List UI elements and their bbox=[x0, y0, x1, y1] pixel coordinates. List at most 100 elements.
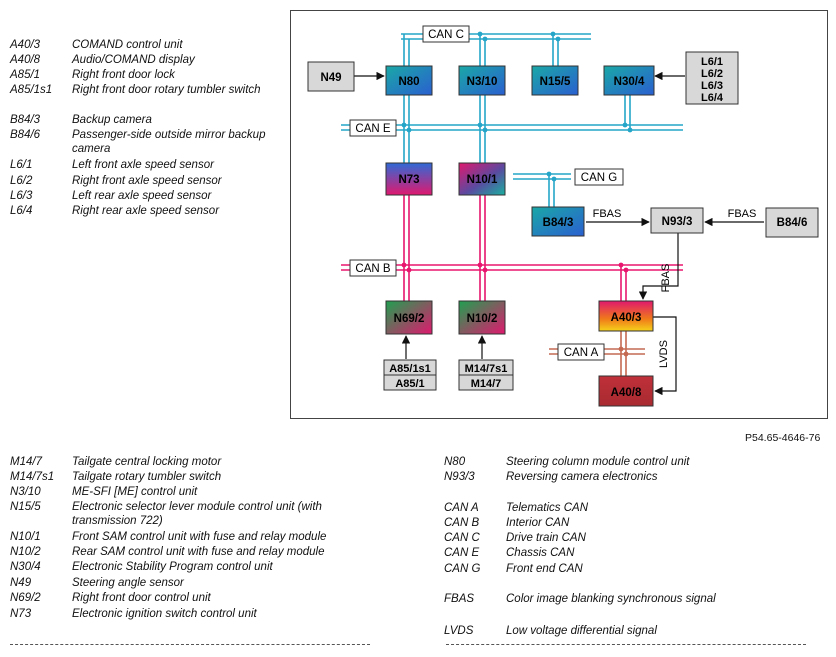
legend-code: N80 bbox=[444, 456, 466, 468]
node-l6-sensors: L6/1 L6/2 L6/3 L6/4 bbox=[685, 51, 739, 105]
legend-code: M14/7 bbox=[10, 456, 42, 468]
legend-code: N10/1 bbox=[10, 531, 41, 543]
can-g-bus bbox=[513, 173, 571, 207]
node-b84-6: B84/6 bbox=[765, 207, 819, 238]
svg-text:L6/2: L6/2 bbox=[701, 68, 723, 80]
diagram-canvas: CAN C CAN E CAN G CAN B CAN A FBAS FBAS … bbox=[307, 25, 819, 407]
can-e-junctions bbox=[401, 122, 633, 133]
node-n80: N80 bbox=[385, 65, 433, 96]
legend-description: Telematics CAN bbox=[506, 502, 589, 514]
legend-code: A40/3 bbox=[10, 39, 41, 51]
legend-description: Interior CAN bbox=[506, 517, 570, 529]
legend-description: ME-SFI [ME] control unit bbox=[72, 486, 198, 498]
svg-text:N49: N49 bbox=[320, 72, 341, 84]
network-diagram: CAN C CAN E CAN G CAN B CAN A FBAS FBAS … bbox=[290, 10, 828, 419]
legend-description: Chassis CAN bbox=[506, 547, 575, 559]
legend-code: N73 bbox=[10, 608, 32, 620]
svg-text:B84/3: B84/3 bbox=[543, 217, 574, 229]
legend-code: A85/1s1 bbox=[10, 84, 53, 96]
svg-text:N30/4: N30/4 bbox=[614, 76, 645, 88]
legend-description: Front SAM control unit with fuse and rel… bbox=[72, 531, 327, 543]
node-n73: N73 bbox=[385, 162, 433, 196]
svg-text:N10/2: N10/2 bbox=[467, 313, 498, 325]
legend-code: LVDS bbox=[444, 625, 474, 637]
node-n15-5: N15/5 bbox=[531, 65, 579, 96]
svg-text:L6/4: L6/4 bbox=[701, 92, 724, 104]
legend-description: Reversing camera electronics bbox=[506, 471, 658, 483]
legend-code: A40/8 bbox=[10, 54, 41, 66]
svg-text:L6/1: L6/1 bbox=[701, 56, 723, 68]
svg-text:N10/1: N10/1 bbox=[467, 174, 498, 186]
can-a-label: CAN A bbox=[557, 343, 605, 361]
node-a85: A85/1s1 A85/1 bbox=[383, 359, 437, 391]
legend-code: N10/2 bbox=[10, 546, 41, 558]
svg-text:N73: N73 bbox=[398, 174, 419, 186]
can-c-junctions bbox=[477, 31, 561, 42]
legend-description: Right front door control unit bbox=[72, 592, 211, 604]
legend-description: Steering angle sensor bbox=[72, 577, 184, 589]
legend-code: A85/1 bbox=[10, 69, 41, 81]
svg-text:M14/7s1: M14/7s1 bbox=[465, 363, 508, 375]
svg-text:A40/8: A40/8 bbox=[611, 387, 642, 399]
legend-code: L6/2 bbox=[10, 175, 33, 187]
svg-text:N80: N80 bbox=[398, 76, 419, 88]
can-e-label: CAN E bbox=[349, 119, 397, 137]
legend-code: B84/6 bbox=[10, 129, 41, 141]
node-a40-3: A40/3 bbox=[598, 300, 654, 332]
can-b-label: CAN B bbox=[349, 259, 397, 277]
legend-code: CAN E bbox=[444, 547, 480, 559]
legend-description: Right rear axle speed sensor bbox=[72, 205, 220, 217]
svg-text:CAN A: CAN A bbox=[564, 347, 599, 359]
legend-code: N69/2 bbox=[10, 592, 41, 604]
figure-reference: P54.65-4646-76 bbox=[745, 432, 821, 444]
legend-description: Front end CAN bbox=[506, 563, 583, 575]
legend-code: L6/3 bbox=[10, 190, 33, 202]
legend-description: Drive train CAN bbox=[506, 532, 586, 544]
separator-right bbox=[446, 644, 806, 645]
can-b-bus bbox=[341, 195, 683, 301]
legend-code: L6/4 bbox=[10, 205, 33, 217]
node-n10-2: N10/2 bbox=[458, 300, 506, 335]
legend-code: CAN C bbox=[444, 532, 480, 544]
legend-description: Rear SAM control unit with fuse and rela… bbox=[72, 546, 325, 558]
node-n49: N49 bbox=[307, 61, 355, 92]
legend-code: N93/3 bbox=[444, 471, 475, 483]
legend-description: Audio/COMAND display bbox=[72, 54, 195, 66]
legend-description: Passenger-side outside mirror backup cam… bbox=[72, 129, 266, 155]
svg-text:N93/3: N93/3 bbox=[662, 216, 693, 228]
legend-code: N30/4 bbox=[10, 561, 41, 573]
fbas-label-vertical: FBAS bbox=[660, 264, 672, 293]
legend-description: Low voltage differential signal bbox=[506, 625, 657, 637]
legend-description: Tailgate central locking motor bbox=[72, 456, 222, 468]
svg-text:N3/10: N3/10 bbox=[467, 76, 498, 88]
svg-text:CAN G: CAN G bbox=[581, 172, 617, 184]
node-n10-1: N10/1 bbox=[458, 162, 506, 196]
legend-code: M14/7s1 bbox=[10, 471, 55, 483]
can-c-label: CAN C bbox=[422, 25, 470, 43]
svg-text:L6/3: L6/3 bbox=[701, 80, 723, 92]
legend-description: Electronic ignition switch control unit bbox=[72, 608, 257, 620]
legend-code: N3/10 bbox=[10, 486, 41, 498]
legend-code: N15/5 bbox=[10, 501, 41, 513]
svg-text:B84/6: B84/6 bbox=[777, 217, 808, 229]
legend-description: Steering column module control unit bbox=[506, 456, 690, 468]
legend-description: Electronic selector lever module control… bbox=[72, 501, 322, 527]
can-a-junctions bbox=[618, 346, 629, 357]
node-b84-3: B84/3 bbox=[531, 206, 585, 237]
legend-code: CAN A bbox=[444, 502, 479, 514]
legend-description: Backup camera bbox=[72, 114, 152, 126]
legend-description: Right front door rotary tumbler switch bbox=[72, 84, 261, 96]
node-n3-10: N3/10 bbox=[458, 65, 506, 96]
legend-code: CAN B bbox=[444, 517, 480, 529]
svg-text:CAN E: CAN E bbox=[355, 123, 390, 135]
svg-text:A85/1s1: A85/1s1 bbox=[389, 363, 431, 375]
legend-description: COMAND control unit bbox=[72, 39, 183, 51]
legend-code: FBAS bbox=[444, 593, 475, 605]
legend-description: Color image blanking synchronous signal bbox=[506, 593, 716, 605]
can-g-label: CAN G bbox=[574, 168, 624, 186]
legend-description: Left front axle speed sensor bbox=[72, 159, 214, 171]
fbas-label-1: FBAS bbox=[593, 208, 622, 220]
svg-text:A40/3: A40/3 bbox=[611, 312, 642, 324]
legend-code: B84/3 bbox=[10, 114, 41, 126]
separator-left bbox=[10, 644, 370, 645]
